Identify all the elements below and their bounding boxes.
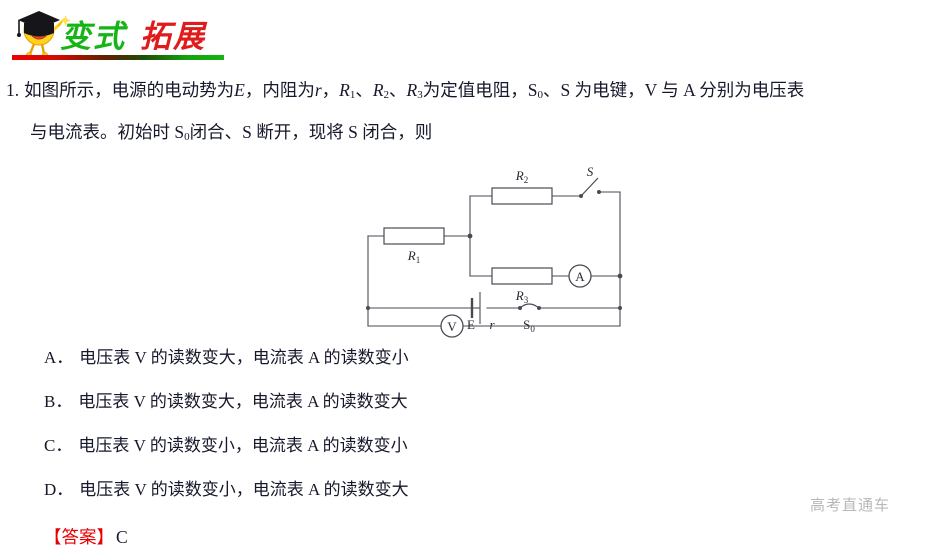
answer-line: 【答案】C — [44, 524, 128, 549]
question-line-2: 与电流表。初始时 S0闭合、S 断开，现将 S 闭合，则 — [6, 114, 944, 156]
label-r1: R1 — [407, 248, 420, 265]
page-banner: 变式 拓展 — [0, 0, 951, 62]
option-b-text: 电压表 V 的读数变大，电流表 A 的读数变大 — [78, 392, 408, 411]
symbol-R2: R2 — [372, 80, 390, 101]
banner-underline — [12, 55, 224, 60]
answer-value: C — [116, 527, 128, 547]
battery-cell — [470, 292, 481, 324]
banner-title-part1: 变式 — [60, 18, 126, 55]
option-b-letter: B． — [44, 392, 73, 411]
graduate-mascot-icon — [17, 11, 70, 58]
question-text-e: 、 — [389, 80, 407, 100]
option-a[interactable]: A． 电压表 V 的读数变大，电流表 A 的读数变小 — [44, 336, 744, 380]
ammeter-label: A — [575, 269, 585, 284]
watermark: 高考直通车 — [810, 496, 891, 514]
junction-batt-right — [618, 306, 622, 310]
switch-s — [579, 177, 601, 198]
question-number: 1. — [6, 80, 20, 100]
question-text-f: 为定值电阻，S — [422, 80, 538, 100]
resistor-r2 — [491, 187, 553, 205]
option-d[interactable]: D． 电压表 V 的读数变小，电流表 A 的读数变大 — [44, 468, 744, 512]
question-line2-b: 闭合、S 断开，现将 S 闭合，则 — [189, 122, 433, 142]
label-s: S — [587, 164, 594, 179]
option-a-letter: A． — [44, 348, 74, 367]
resistor-r1 — [383, 227, 445, 245]
switch-s0 — [518, 303, 541, 310]
voltmeter: V — [440, 314, 464, 338]
symbol-E: E — [234, 80, 245, 100]
voltmeter-label: V — [447, 319, 457, 334]
question-line2-a: 与电流表。初始时 S — [30, 122, 185, 142]
symbol-r: r — [314, 80, 322, 100]
answer-label: 【答案】 — [44, 527, 114, 547]
question-block: 1.如图所示，电源的电动势为E，内阻为r，R1、R2、R3为定值电阻，S0、S … — [6, 72, 944, 156]
option-d-letter: D． — [44, 480, 74, 499]
option-c-letter: C． — [44, 436, 73, 455]
label-e: E — [467, 317, 475, 332]
label-r: r — [489, 317, 495, 332]
junction-node-left — [467, 233, 473, 239]
banner-title-part2: 拓展 — [140, 18, 206, 55]
option-d-text: 电压表 V 的读数变小，电流表 A 的读数变大 — [79, 480, 409, 499]
question-text-a: 如图所示，电源的电动势为 — [24, 80, 235, 100]
question-text-g: 、S 为电键，V 与 A 分别为电压表 — [542, 80, 805, 100]
junction-node-right — [617, 273, 623, 279]
options-list: A． 电压表 V 的读数变大，电流表 A 的读数变小 B． 电压表 V 的读数变大，… — [44, 336, 744, 512]
label-r3: R3 — [515, 288, 529, 305]
option-c[interactable]: C． 电压表 V 的读数变小，电流表 A 的读数变小 — [44, 424, 744, 468]
symbol-R1: R1 — [339, 80, 356, 101]
circuit-diagram: A V R1 R2 R3 S E r S0 — [366, 164, 623, 338]
symbol-R3: R3 — [406, 80, 423, 101]
symbol-S0-line1: 0 — [537, 89, 543, 101]
question-text-c: ， — [321, 80, 340, 100]
ammeter: A — [568, 264, 592, 288]
label-s0: S0 — [523, 317, 535, 334]
symbol-S0-line2: 0 — [184, 131, 190, 143]
option-a-text: 电压表 V 的读数变大，电流表 A 的读数变小 — [79, 348, 409, 367]
option-b[interactable]: B． 电压表 V 的读数变大，电流表 A 的读数变大 — [44, 380, 744, 424]
question-text-b: ，内阻为 — [244, 80, 315, 100]
question-line-1: 1.如图所示，电源的电动势为E，内阻为r，R1、R2、R3为定值电阻，S0、S … — [6, 72, 944, 114]
resistor-r3 — [491, 267, 553, 285]
banner-title: 变式 拓展 — [60, 11, 206, 55]
label-r2: R2 — [515, 168, 528, 185]
option-c-text: 电压表 V 的读数变小，电流表 A 的读数变小 — [78, 436, 408, 455]
junction-batt-left — [366, 306, 370, 310]
question-text-d: 、 — [355, 80, 373, 100]
